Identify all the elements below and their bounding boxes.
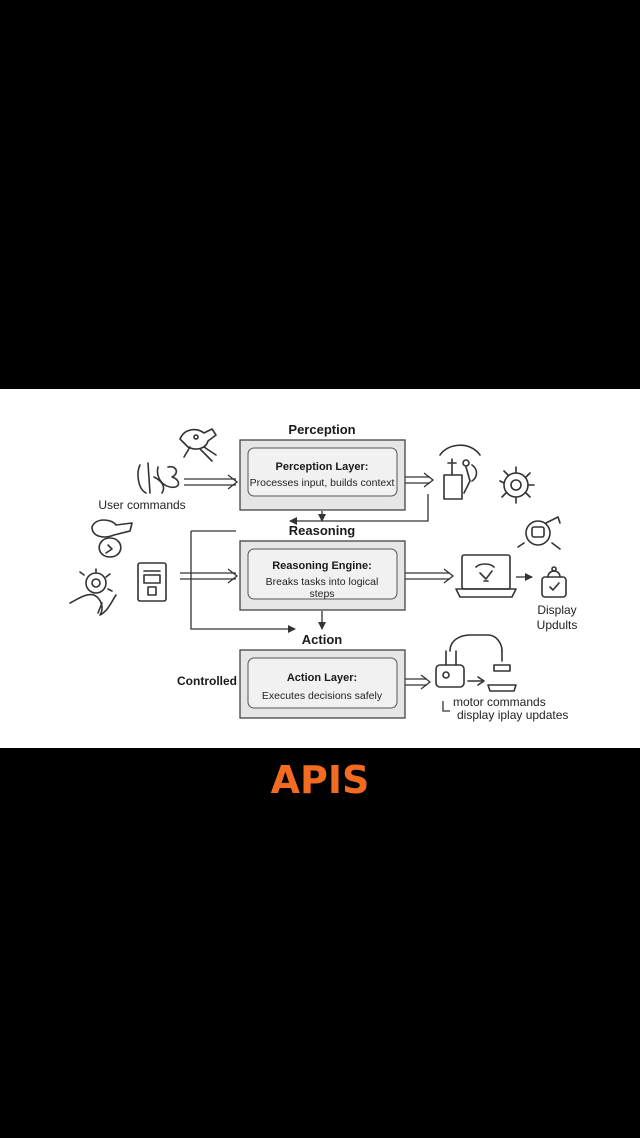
display-label-line1: Display xyxy=(537,603,576,617)
display-updates-label: display iplay updates xyxy=(457,708,568,722)
action-layer-desc: Executes decisions safely xyxy=(262,690,383,702)
controlled-label: Controlled xyxy=(177,674,237,688)
tools-hand-icon xyxy=(439,444,481,500)
user-commands-label: User commands xyxy=(98,498,185,512)
display-label-line2: Updults xyxy=(537,618,578,632)
reasoning-engine-box: Reasoning Engine: Breaks tasks into logi… xyxy=(239,540,406,611)
diagram-panel: Perception Reasoning Action Perception L… xyxy=(0,389,640,748)
device-panel-icon xyxy=(137,562,167,602)
reasoning-engine-desc-line2: steps xyxy=(309,588,334,600)
hand-gesture-icon xyxy=(137,462,180,494)
reasoning-engine-title: Reasoning Engine: xyxy=(272,560,372,572)
perception-layer-desc: Processes input, builds context xyxy=(250,477,395,489)
motor-commands-label: motor commands xyxy=(453,695,546,709)
wrench-icon xyxy=(91,519,133,558)
robot-small-icon xyxy=(541,566,567,598)
robotic-arm-icon xyxy=(435,634,517,692)
robot-arm-icon xyxy=(517,516,561,550)
reasoning-engine-desc-line1: Breaks tasks into logical xyxy=(266,576,379,588)
flow-connectors xyxy=(180,472,533,712)
perception-heading: Perception xyxy=(288,422,355,437)
action-layer-box: Action Layer: Executes decisions safely xyxy=(239,649,406,719)
action-layer-title: Action Layer: xyxy=(287,672,357,684)
gear-icon xyxy=(499,466,535,504)
robot-head-icon xyxy=(179,428,217,462)
reasoning-heading: Reasoning xyxy=(289,523,356,538)
action-heading: Action xyxy=(302,632,343,647)
gear-hand-icon xyxy=(69,568,117,616)
perception-layer-title: Perception Layer: xyxy=(276,461,369,473)
perception-layer-box: Perception Layer: Processes input, build… xyxy=(239,439,406,511)
caption-title: APIS xyxy=(270,758,370,802)
architecture-diagram: Perception Reasoning Action Perception L… xyxy=(69,422,578,722)
laptop-icon xyxy=(455,554,517,598)
